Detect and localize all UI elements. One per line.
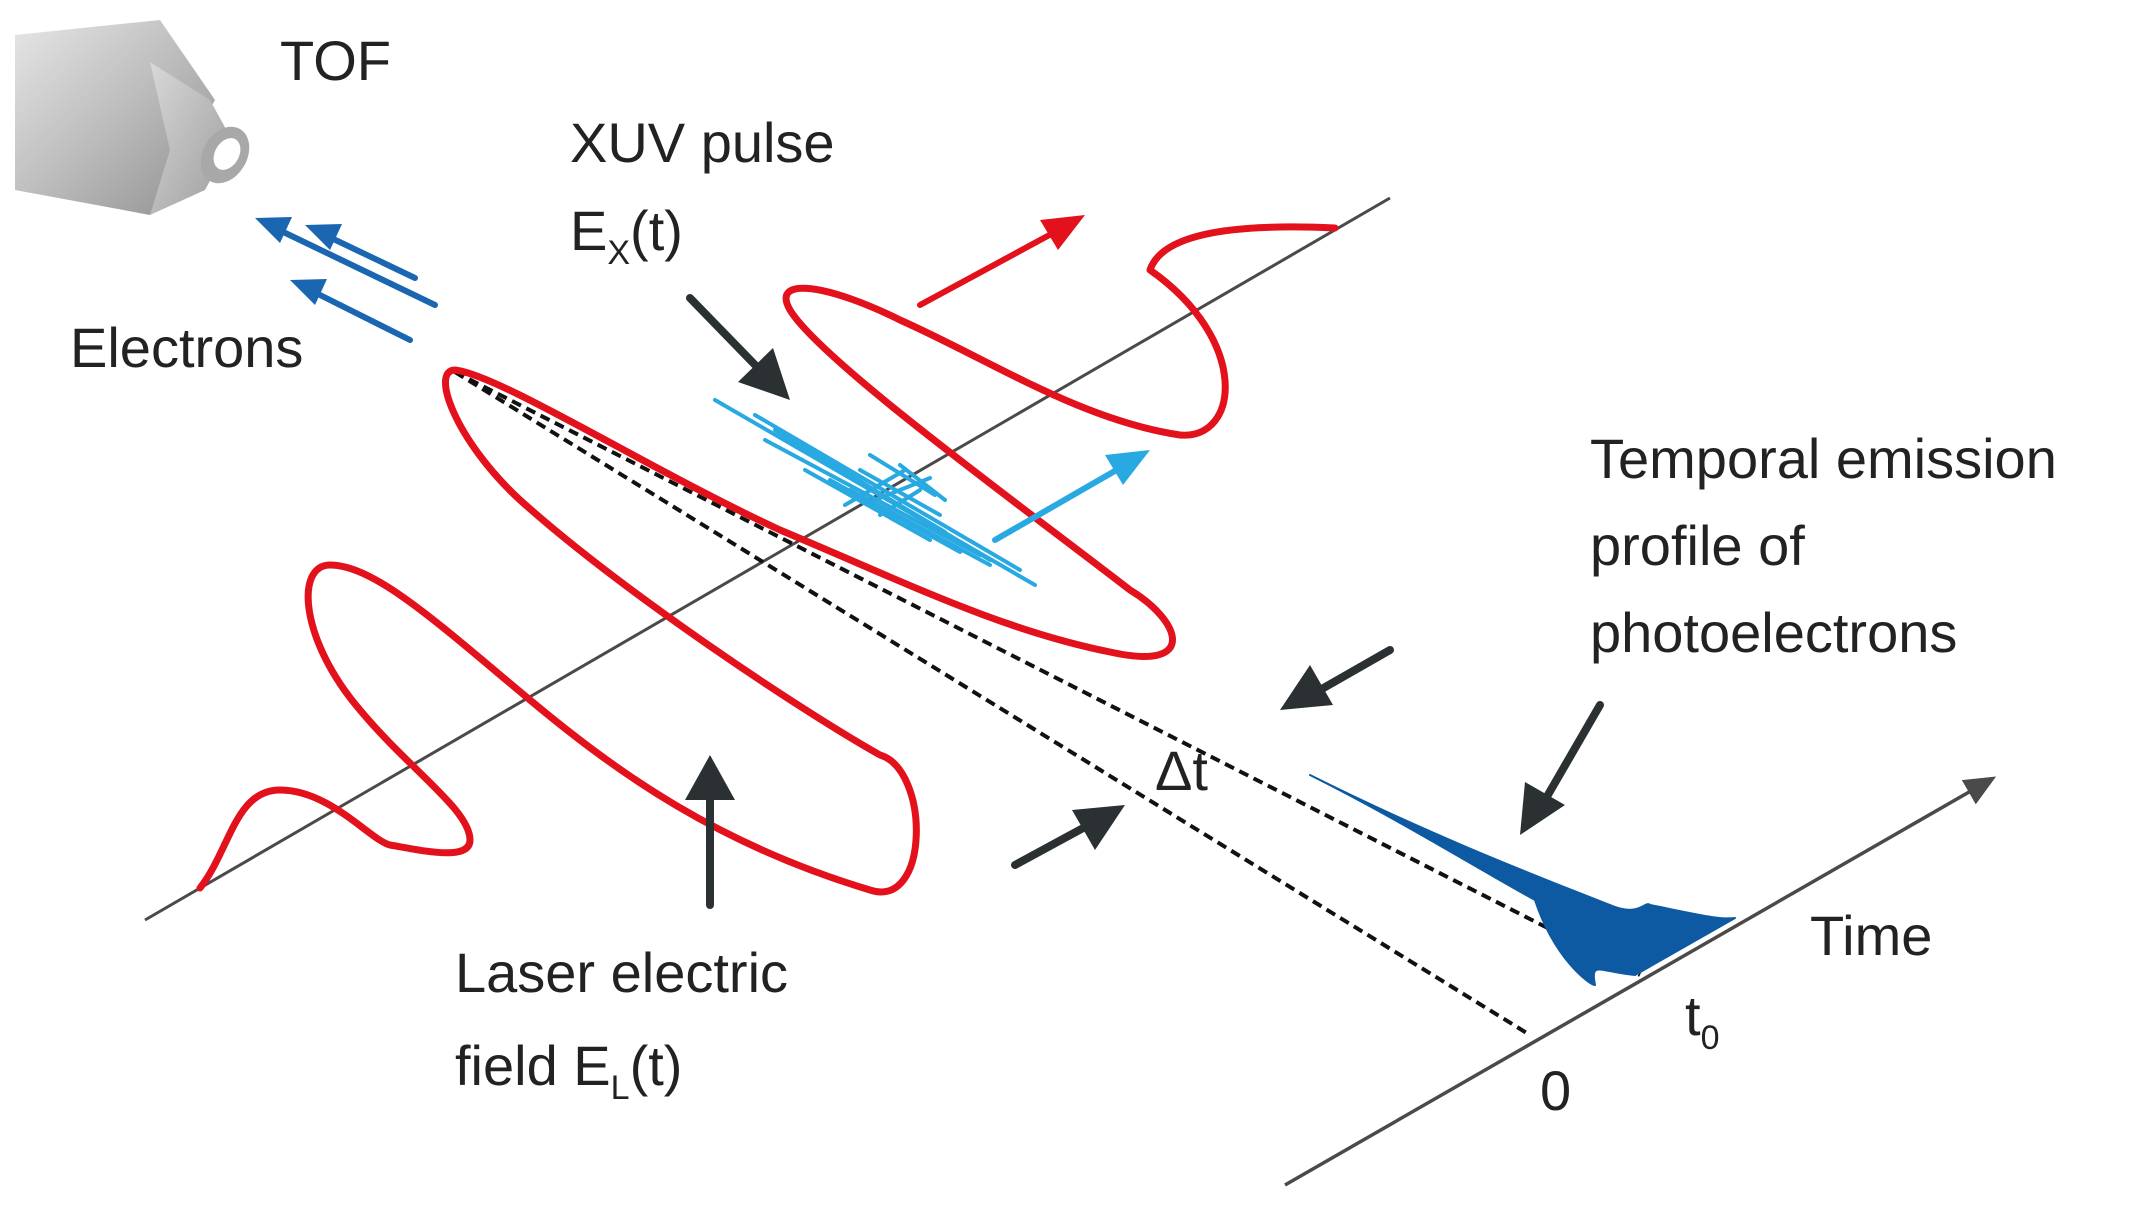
t0-sub: 0 [1701,1019,1720,1057]
laser-line2: field EL(t) [455,1034,682,1107]
t0-t: t [1685,984,1701,1047]
electrons-label: Electrons [70,316,303,379]
xuv-t: (t) [630,199,683,262]
delta-t-label: Δt [1155,739,1208,802]
propagation-axis [144,196,1391,922]
laser-line1: Laser electric [455,941,788,1004]
xuv-e: E [570,199,607,262]
time-axis-label: Time [1810,904,1932,967]
electron-arrows [272,225,438,343]
zero-label: 0 [1540,1059,1571,1122]
xuv-pulse [713,398,1037,587]
temporal-line2: profile of [1590,514,1805,577]
laser-field-label: Laser electric field EL(t) [455,941,788,1107]
xuv-pulse-label: XUV pulse EX(t) [570,111,835,272]
laser-direction-arrow [917,215,1085,308]
temporal-line3: photoelectrons [1590,601,1957,664]
xuv-sub: X [607,234,630,272]
electron-arrowheads [255,217,342,305]
xuv-label-line1: XUV pulse [570,111,835,174]
xuv-label-line2: EX(t) [570,199,683,272]
laser-t: (t) [630,1034,683,1097]
pointer-arrows [686,294,1604,909]
dashed-line-lower [453,370,1532,1037]
tof-detector-icon [15,20,250,215]
pointer-arrowheads [685,348,1565,850]
xuv-direction-arrow [992,450,1150,543]
t0-label: t0 [1685,984,1719,1057]
temporal-emission-label: Temporal emission profile of photoelectr… [1590,427,2057,664]
emission-profile-shape [1309,774,1736,986]
temporal-line1: Temporal emission [1590,427,2057,490]
time-axis [1284,776,1997,1187]
laser-sub: L [611,1069,630,1107]
tof-label: TOF [280,29,391,92]
laser-field: field E [455,1034,611,1097]
dashed-line-upper [454,370,1641,977]
laser-field-curve [196,223,1339,896]
